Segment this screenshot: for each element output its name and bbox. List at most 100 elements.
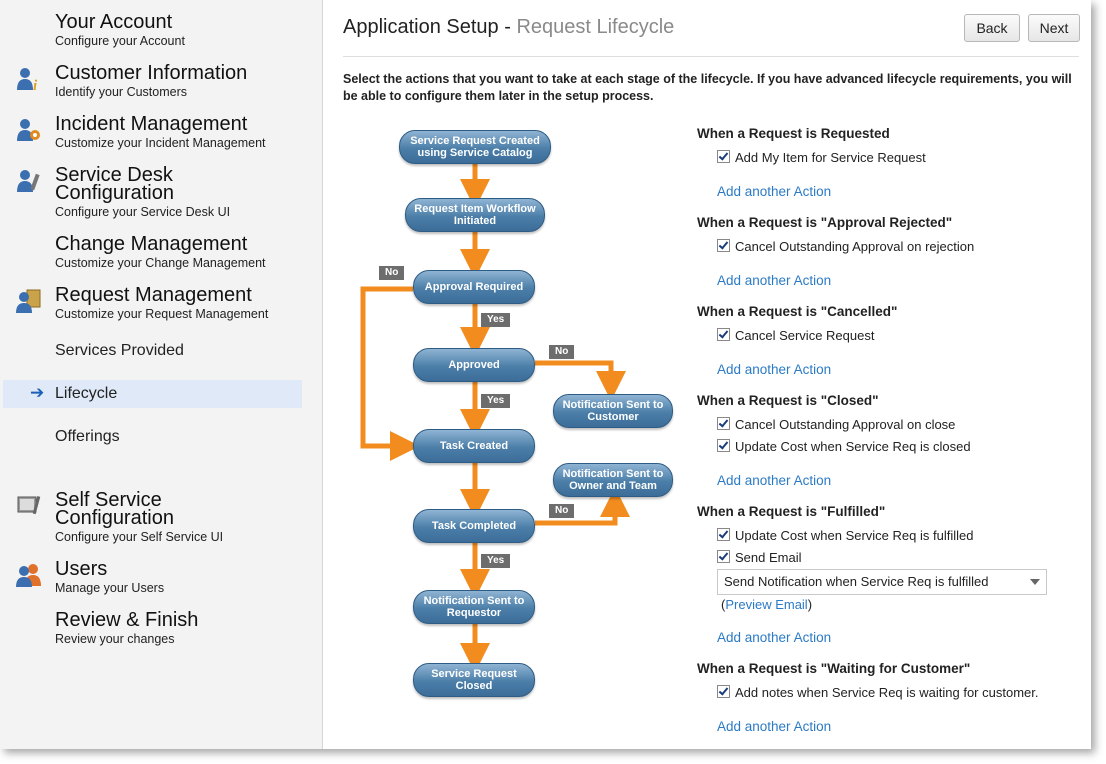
user-tools-icon xyxy=(17,170,40,192)
sidebar-item-review-finish[interactable]: Review & Finish Review your changes xyxy=(0,608,302,648)
sidebar: Your Account Configure your Account i Cu… xyxy=(0,0,323,749)
action-checkbox-row[interactable]: Cancel Service Request xyxy=(717,328,874,343)
sidebar-item-incident-management[interactable]: Incident Management Customize your Incid… xyxy=(0,112,302,152)
rule-heading: When a Request is "Cancelled" xyxy=(697,304,898,319)
checkbox[interactable] xyxy=(717,328,730,341)
flow-tag-yes: Yes xyxy=(481,313,511,327)
action-label: Add notes when Service Req is waiting fo… xyxy=(735,685,1039,700)
add-action-link[interactable]: Add another Action xyxy=(717,362,832,377)
preview-open-paren: ( xyxy=(721,597,726,612)
page-title: Application Setup - Request Lifecycle xyxy=(343,16,674,39)
sidebar-item-subtitle: Review your changes xyxy=(55,632,175,646)
add-action-link[interactable]: Add another Action xyxy=(717,473,832,488)
action-checkbox-row[interactable]: Update Cost when Service Req is closed xyxy=(717,439,971,454)
flow-tag-yes: Yes xyxy=(481,394,511,408)
sidebar-item-lifecycle[interactable]: Lifecycle xyxy=(55,385,118,402)
sidebar-item-your-account[interactable]: Your Account Configure your Account xyxy=(0,10,302,50)
sidebar-item-subtitle: Configure your Service Desk UI xyxy=(55,205,231,219)
monitor-tools-icon xyxy=(17,496,41,515)
sidebar-item-change-management[interactable]: Change Management Customize your Change … xyxy=(0,232,302,272)
sidebar-item-title: Customer Information xyxy=(55,62,248,84)
flowchart-connectors xyxy=(360,164,630,673)
app-window: Your Account Configure your Account i Cu… xyxy=(0,0,1091,749)
rule-heading: When a Request is Requested xyxy=(697,126,890,141)
flow-tag-no: No xyxy=(549,345,575,359)
rule-heading: When a Request is "Waiting for Customer" xyxy=(697,661,971,676)
action-label: Add My Item for Service Request xyxy=(735,150,926,165)
chevron-down-icon[interactable] xyxy=(1030,579,1040,585)
sidebar-item-subtitle: Manage your Users xyxy=(55,581,165,595)
lifecycle-flowchart: Service Request Created using Service Ca… xyxy=(343,118,683,708)
preview-close-paren: ) xyxy=(807,597,813,612)
action-checkbox-row[interactable]: Send Email xyxy=(717,550,801,565)
checkbox[interactable] xyxy=(717,685,730,698)
sidebar-item-title: Change Management xyxy=(55,233,248,255)
sidebar-item-offerings[interactable]: Offerings xyxy=(55,428,120,445)
sidebar-item-services-provided[interactable]: Services Provided xyxy=(55,342,184,359)
action-label: Update Cost when Service Req is fulfille… xyxy=(735,528,974,543)
checkbox[interactable] xyxy=(717,150,730,163)
checkbox[interactable] xyxy=(717,550,730,563)
add-action-link[interactable]: Add another Action xyxy=(717,184,832,199)
checkbox[interactable] xyxy=(717,528,730,541)
sidebar-item-title: Your Account xyxy=(55,11,173,33)
action-checkbox-row[interactable]: Update Cost when Service Req is fulfille… xyxy=(717,528,973,543)
preview-email-link[interactable]: Preview Email xyxy=(725,597,808,612)
sidebar-item-title-line2: Configuration xyxy=(55,182,174,204)
flow-tag-no: No xyxy=(549,504,575,518)
action-label: Cancel Service Request xyxy=(735,328,875,343)
flow-node-approval-required: Approval Required xyxy=(413,270,535,304)
next-button[interactable]: Next xyxy=(1028,14,1080,42)
sidebar-item-title: Self Service xyxy=(55,489,162,511)
sidebar-item-subtitle: Configure your Self Service UI xyxy=(55,530,224,544)
flow-node-approved: Approved xyxy=(413,348,535,382)
sidebar-item-title: Review & Finish xyxy=(55,609,199,631)
flow-tag-no: No xyxy=(379,266,405,280)
user-gear-icon xyxy=(17,119,40,141)
rule-heading: When a Request is "Approval Rejected" xyxy=(697,215,953,230)
header-divider xyxy=(343,56,1079,57)
sidebar-item-self-service-configuration[interactable]: Self Service Configuration Configure you… xyxy=(0,488,302,546)
email-template-select[interactable]: Send Notification when Service Req is fu… xyxy=(717,569,1047,595)
rule-heading: When a Request is "Fulfilled" xyxy=(697,504,886,519)
page-title-sub: Request Lifecycle xyxy=(516,16,675,38)
user-document-icon xyxy=(16,289,41,313)
action-label: Cancel Outstanding Approval on rejection xyxy=(735,239,975,254)
checkbox[interactable] xyxy=(717,439,730,452)
users-icon xyxy=(16,564,41,587)
sidebar-item-users[interactable]: Users Manage your Users xyxy=(0,557,302,597)
flow-node-notify-owner: Notification Sent to Owner and Team xyxy=(553,463,673,497)
flow-node-task-created: Task Created xyxy=(413,429,535,463)
action-checkbox-row[interactable]: Add notes when Service Req is waiting fo… xyxy=(717,685,1038,700)
flow-node-task-completed: Task Completed xyxy=(413,509,535,543)
user-info-icon: i xyxy=(17,68,38,92)
flow-node-request-created: Service Request Created using Service Ca… xyxy=(399,130,551,164)
action-checkbox-row[interactable]: Cancel Outstanding Approval on rejection xyxy=(717,239,974,254)
sidebar-item-subtitle: Configure your Account xyxy=(55,34,185,48)
rule-heading: When a Request is "Closed" xyxy=(697,393,879,408)
sidebar-item-title: Request Management xyxy=(55,284,252,306)
action-checkbox-row[interactable]: Cancel Outstanding Approval on close xyxy=(717,417,955,432)
main-content: Application Setup - Request Lifecycle Ba… xyxy=(323,0,1091,749)
sidebar-item-subtitle: Customize your Incident Management xyxy=(55,136,266,150)
action-label: Update Cost when Service Req is closed xyxy=(735,439,971,454)
add-action-link[interactable]: Add another Action xyxy=(717,719,832,734)
checkbox[interactable] xyxy=(717,417,730,430)
sidebar-item-customer-information[interactable]: i Customer Information Identify your Cus… xyxy=(0,61,302,101)
svg-text:i: i xyxy=(33,78,38,92)
sidebar-item-request-management[interactable]: Request Management Customize your Reques… xyxy=(0,283,302,323)
preview-email: (Preview Email) xyxy=(721,597,812,612)
back-button[interactable]: Back xyxy=(964,14,1020,42)
sidebar-item-title: Service Desk xyxy=(55,164,173,186)
action-checkbox-row[interactable]: Add My Item for Service Request xyxy=(717,150,926,165)
sidebar-item-service-desk-configuration[interactable]: Service Desk Configuration Configure you… xyxy=(0,163,302,221)
sidebar-item-subtitle: Customize your Change Management xyxy=(55,256,266,270)
intro-text: Select the actions that you want to take… xyxy=(343,72,1072,103)
add-action-link[interactable]: Add another Action xyxy=(717,630,832,645)
action-label: Cancel Outstanding Approval on close xyxy=(735,417,956,432)
flow-node-notify-requestor: Notification Sent to Requestor xyxy=(413,590,535,624)
checkbox[interactable] xyxy=(717,239,730,252)
sidebar-item-lifecycle-highlight[interactable] xyxy=(3,380,302,408)
add-action-link[interactable]: Add another Action xyxy=(717,273,832,288)
sidebar-item-subtitle: Customize your Request Management xyxy=(55,307,269,321)
